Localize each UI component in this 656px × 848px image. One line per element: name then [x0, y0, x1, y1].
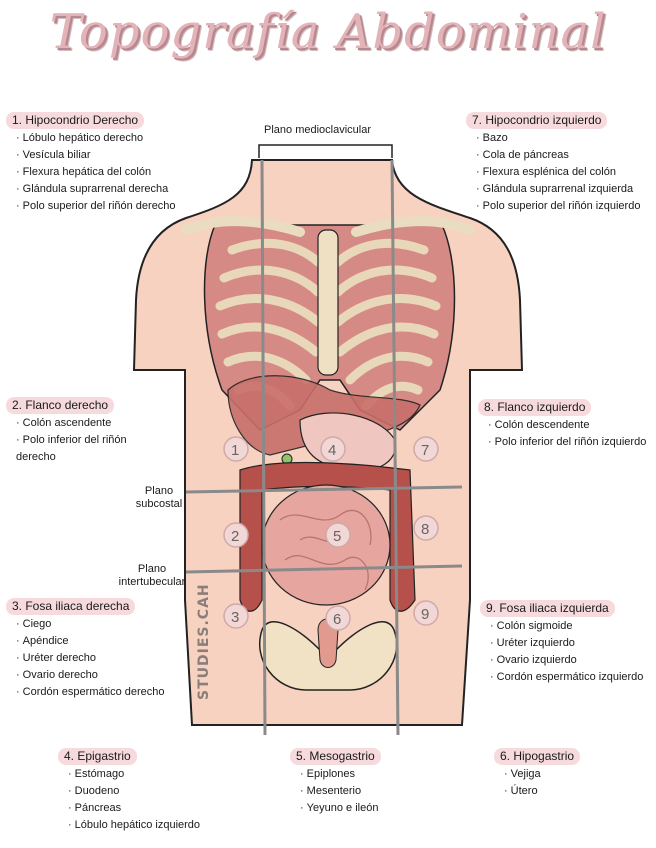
zone-number-4: 4 — [328, 442, 336, 459]
list-item: Apéndice — [16, 633, 196, 650]
small-intestine — [261, 484, 391, 606]
list-item: Yeyuno e ileón — [300, 800, 420, 817]
list-item: Colón sigmoide — [490, 618, 652, 635]
midclavicular-bracket — [258, 144, 393, 158]
plane-subcostal-label: Plano subcostal — [135, 485, 183, 510]
plane-subcostal-line — [185, 485, 463, 494]
region-heading: 8. Flanco izquierdo — [478, 399, 592, 416]
zone-number-5: 5 — [333, 528, 341, 545]
list-item: Flexura hepática del colón — [16, 164, 196, 181]
list-item: Cordón espermático derecho — [16, 684, 196, 701]
list-item: Ovario izquierdo — [490, 652, 652, 669]
zone-number-7: 7 — [421, 442, 429, 459]
list-item: Polo inferior del riñón derecho — [16, 432, 146, 466]
list-item: Colón ascendente — [16, 415, 146, 432]
sternum — [317, 229, 339, 376]
list-item: Páncreas — [68, 800, 228, 817]
region-9-fosa-iliaca-izquierda: 9. Fosa iliaca izquierda Colón sigmoide … — [480, 600, 652, 686]
region-5-mesogastrio: 5. Mesogastrio Epiplones Mesenterio Yeyu… — [290, 748, 420, 817]
plane-midclavicular-right-line — [260, 159, 267, 736]
list-item: Lóbulo hepático derecho — [16, 130, 196, 147]
plane-midclavicular-label: Plano medioclavicular — [264, 124, 371, 136]
list-item: Glándula suprarrenal derecha — [16, 181, 196, 198]
zone-badges — [223, 436, 439, 631]
region-heading: 2. Flanco derecho — [6, 397, 115, 414]
watermark: STUDIES.CAH — [196, 583, 212, 700]
list-item: Colón descendente — [488, 417, 648, 434]
region-7-hipocondrio-izquierdo: 7. Hipocondrio izquierdo Bazo Cola de pá… — [466, 112, 652, 215]
list-item: Duodeno — [68, 783, 228, 800]
region-2-flanco-derecho: 2. Flanco derecho Colón ascendente Polo … — [6, 397, 146, 466]
plane-intertubercular-line — [185, 564, 463, 574]
page-title: Topografía Abdominal — [49, 4, 607, 60]
list-item: Flexura esplénica del colón — [476, 164, 652, 181]
list-item: Vesícula biliar — [16, 147, 196, 164]
list-item: Estómago — [68, 766, 228, 783]
list-item: Cola de páncreas — [476, 147, 652, 164]
region-1-hipocondrio-derecho: 1. Hipocondrio Derecho Lóbulo hepático d… — [6, 112, 196, 215]
list-item: Lóbulo hepático izquierdo — [68, 817, 228, 834]
list-item: Mesenterio — [300, 783, 420, 800]
region-heading: 7. Hipocondrio izquierdo — [466, 112, 608, 129]
list-item: Ciego — [16, 616, 196, 633]
region-4-epigastrio: 4. Epigastrio Estómago Duodeno Páncreas … — [58, 748, 228, 834]
plane-midclavicular-left-line — [390, 159, 400, 736]
list-item: Ovario derecho — [16, 667, 196, 684]
clavicle-left — [351, 216, 475, 237]
list-item: Uréter izquierdo — [490, 635, 652, 652]
zone-number-9: 9 — [421, 606, 429, 623]
zone-number-6: 6 — [333, 611, 341, 628]
zone-number-2: 2 — [231, 528, 239, 545]
list-item: Epiplones — [300, 766, 420, 783]
bladder — [317, 618, 339, 668]
plane-intertubercular-label: Plano intertubecular — [118, 563, 186, 588]
list-item: Vejiga — [504, 766, 624, 783]
list-item: Útero — [504, 783, 624, 800]
region-heading: 5. Mesogastrio — [290, 748, 381, 765]
region-heading: 6. Hipogastrio — [494, 748, 581, 765]
region-heading: 9. Fosa iliaca izquierda — [480, 600, 615, 617]
region-3-fosa-iliaca-derecha: 3. Fosa iliaca derecha Ciego Apéndice Ur… — [6, 598, 196, 701]
region-6-hipogastrio: 6. Hipogastrio Vejiga Útero — [494, 748, 624, 800]
region-heading: 3. Fosa iliaca derecha — [6, 598, 136, 615]
clavicle-right — [181, 216, 305, 237]
zone-number-1: 1 — [231, 442, 239, 459]
list-item: Uréter derecho — [16, 650, 196, 667]
list-item: Bazo — [476, 130, 652, 147]
region-heading: 1. Hipocondrio Derecho — [6, 112, 145, 129]
ribs — [215, 238, 441, 411]
region-8-flanco-izquierdo: 8. Flanco izquierdo Colón descendente Po… — [478, 399, 648, 451]
list-item: Glándula suprarrenal izquierda — [476, 181, 652, 198]
zone-number-8: 8 — [421, 521, 429, 538]
list-item: Polo superior del riñón derecho — [16, 198, 196, 215]
list-item: Polo superior del riñón izquierdo — [476, 198, 652, 215]
region-heading: 4. Epigastrio — [58, 748, 137, 765]
list-item: Cordón espermático izquierdo — [490, 669, 652, 686]
zone-number-3: 3 — [231, 609, 239, 626]
list-item: Polo inferior del riñón izquierdo — [488, 434, 648, 451]
